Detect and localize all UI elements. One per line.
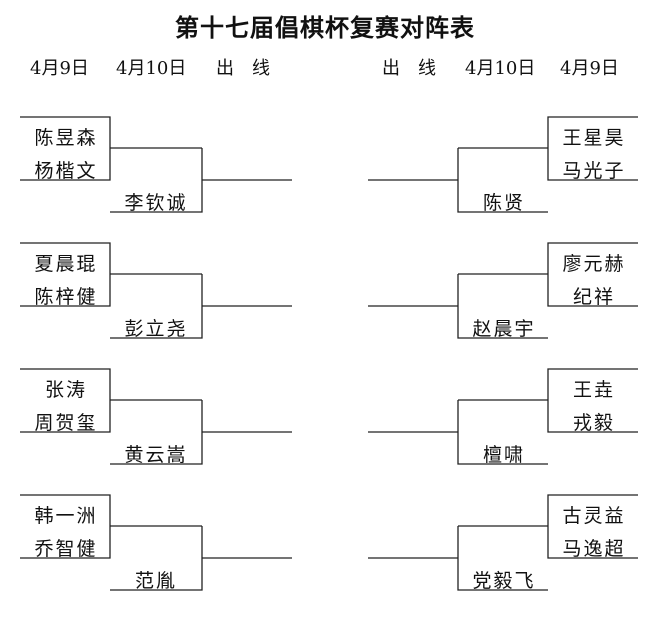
left-g3-player-1: 张涛: [44, 379, 87, 401]
right-g2-seed: 赵晨宇: [472, 318, 536, 340]
left-g1-player-2: 杨楷文: [34, 160, 98, 182]
right-g2-player-1: 廖元赫: [562, 253, 626, 275]
left-g3-seed: 黄云嵩: [124, 444, 188, 466]
left-bracket-group-2: [20, 242, 292, 339]
left-g4-seed: 范胤: [134, 570, 177, 592]
left-bracket-group-4: [20, 494, 292, 591]
right-g4-seed: 党毅飞: [472, 570, 536, 592]
right-bracket-group-3: [368, 368, 638, 465]
right-g1-player-1: 王星昊: [562, 127, 626, 149]
left-g2-player-1: 夏晨琨: [34, 253, 98, 275]
right-g3-player-2: 戎毅: [572, 412, 615, 434]
left-g2-seed: 彭立尧: [124, 318, 188, 340]
left-bracket-group-3: [20, 368, 292, 465]
right-bracket-group-4: [368, 494, 638, 591]
left-bracket-group-1: [20, 116, 292, 213]
left-g3-player-2: 周贺玺: [34, 412, 98, 434]
right-g1-seed: 陈贤: [482, 192, 525, 214]
right-g4-player-1: 古灵益: [562, 505, 626, 527]
header-left-apr9: 4月9日: [30, 58, 89, 79]
right-g3-seed: 檀啸: [482, 444, 525, 466]
left-g4-player-2: 乔智健: [34, 538, 98, 560]
right-g4-player-2: 马逸超: [562, 538, 626, 560]
left-g2-player-2: 陈梓健: [34, 286, 98, 308]
header-right-advance: 出 线: [382, 58, 436, 79]
page-title: 第十七届倡棋杯复赛对阵表: [175, 13, 475, 42]
right-g3-player-1: 王垚: [572, 379, 615, 401]
left-g1-seed: 李钦诚: [124, 192, 188, 214]
left-g4-player-1: 韩一洲: [34, 505, 98, 527]
header-left-advance: 出 线: [216, 58, 270, 79]
left-g1-player-1: 陈昱森: [34, 127, 98, 149]
header-right-apr10: 4月10日: [465, 58, 536, 79]
right-bracket-group-1: [368, 116, 638, 213]
right-bracket-group-2: [368, 242, 638, 339]
header-left-apr10: 4月10日: [116, 58, 187, 79]
header-right-apr9: 4月9日: [560, 58, 619, 79]
right-g1-player-2: 马光子: [562, 160, 626, 182]
right-g2-player-2: 纪祥: [572, 286, 615, 308]
